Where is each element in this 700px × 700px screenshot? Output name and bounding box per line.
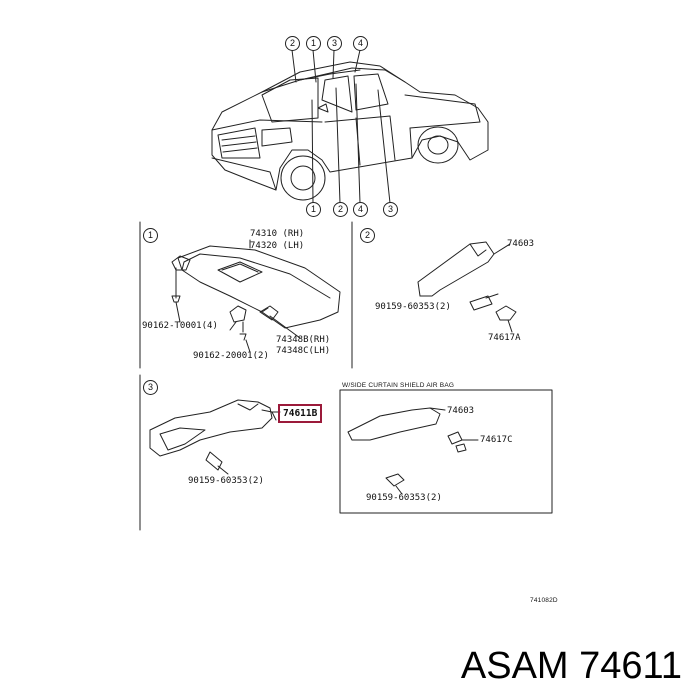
clip-74348b-label: 74348B(RH) <box>276 335 331 345</box>
section-3-number: 3 <box>143 380 158 395</box>
side-airbag-inset-frame <box>339 389 553 514</box>
section-2-number: 2 <box>360 228 375 243</box>
pickup-truck-illustration <box>211 61 489 201</box>
assist-grip-drawing-2 <box>417 241 517 333</box>
callout-top-4: 4 <box>353 36 368 51</box>
bolt-60353-label-2: 90159-60353(2) <box>375 302 451 312</box>
callout-bottom-1: 1 <box>306 202 321 217</box>
clip-74348c-label: 74348C(LH) <box>276 346 331 356</box>
assist-grip-drawing-inset <box>347 407 479 495</box>
part-74310-rh-label: 74310 (RH) <box>250 229 305 239</box>
callout-bottom-4: 3 <box>383 202 398 217</box>
callout-top-2: 1 <box>306 36 321 51</box>
screw-t0001-label: 90162-T0001(4) <box>142 321 218 331</box>
drawing-code: 741082D <box>530 597 558 604</box>
inset-title: W/SIDE CURTAIN SHIELD AIR BAG <box>342 382 455 389</box>
callout-top-1: 2 <box>285 36 300 51</box>
inset-cap-74617c-label: 74617C <box>480 435 513 445</box>
inset-bolt-60353-label: 90159-60353(2) <box>366 493 442 503</box>
brand-part-number: ASAM 74611 <box>460 645 682 687</box>
section-1-number: 1 <box>143 228 158 243</box>
callout-bottom-2: 2 <box>333 202 348 217</box>
inset-grip-74603-label: 74603 <box>447 406 475 416</box>
part-74611b-highlight: 74611B <box>278 404 323 423</box>
callout-bottom-3: 4 <box>353 202 368 217</box>
screw-20001-label: 90162-20001(2) <box>193 351 269 361</box>
sun-visor-drawing <box>171 239 341 353</box>
bolt-60353-label-3: 90159-60353(2) <box>188 476 264 486</box>
callout-top-3: 3 <box>327 36 342 51</box>
assist-grip-drawing-3 <box>149 399 281 475</box>
grip-74603-label: 74603 <box>507 239 535 249</box>
cap-74617a-label: 74617A <box>488 333 521 343</box>
part-74320-lh-label: 74320 (LH) <box>250 241 305 251</box>
callout-leaders <box>291 49 391 204</box>
